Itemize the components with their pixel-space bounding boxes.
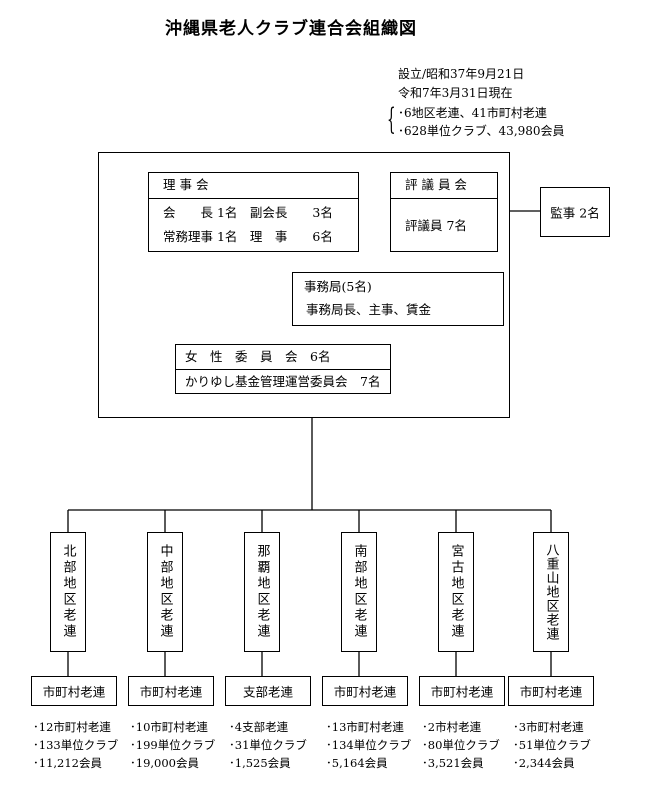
stat-line: ･80単位クラブ <box>422 738 500 752</box>
district-stats-naha: ･4支部老連 ･31単位クラブ ･1,525会員 <box>229 718 307 772</box>
council-title: 評 議 員 会 <box>405 177 467 192</box>
stat-line: ･2,344会員 <box>513 756 575 770</box>
committees-divider <box>176 369 390 370</box>
district-box-hokubu: 北部地区老連 <box>50 532 86 652</box>
stat-line: ･134単位クラブ <box>326 738 412 752</box>
district-box-nanbu: 南部地区老連 <box>341 532 377 652</box>
sub-label: 市町村老連 <box>430 684 494 700</box>
district-name: 宮古地区老連 <box>448 544 464 640</box>
district-name: 八重山地区老連 <box>543 543 559 641</box>
district-stats-yaeyama: ･3市町村老連 ･51単位クラブ ･2,344会員 <box>513 718 591 772</box>
stat-line: ･199単位クラブ <box>130 738 216 752</box>
stat-line: ･2市村老連 <box>422 720 482 734</box>
karuyushi-committee: かりゆし基金管理運営委員会 7名 <box>185 374 381 389</box>
auditor-label: 監事 2名 <box>550 205 600 221</box>
sub-box-yaeyama: 市町村老連 <box>508 676 594 706</box>
district-box-miyako: 宮古地区老連 <box>438 532 474 652</box>
sub-label: 市町村老連 <box>139 684 203 700</box>
stat-line: ･5,164会員 <box>326 756 388 770</box>
info-item-districts: ･6地区老連、41市町村老連 <box>398 106 547 120</box>
established-date: 設立/昭和37年9月21日 <box>398 67 525 81</box>
board-row-chair: 会 長 1名 副会長 3名 <box>163 205 333 220</box>
sub-box-hokubu: 市町村老連 <box>31 676 117 706</box>
womens-committee: 女 性 委 員 会 6名 <box>185 349 331 364</box>
district-name: 中部地区老連 <box>157 544 173 640</box>
district-name: 那覇地区老連 <box>254 544 270 640</box>
info-bracket: { <box>387 102 396 137</box>
council-box: 評 議 員 会 評議員 7名 <box>390 172 498 252</box>
info-item-clubs: ･628単位クラブ、43,980会員 <box>398 124 565 138</box>
district-box-naha: 那覇地区老連 <box>244 532 280 652</box>
board-title: 理 事 会 <box>163 177 209 192</box>
board-row-directors: 常務理事 1名 理 事 6名 <box>163 229 333 244</box>
sub-box-naha: 支部老連 <box>225 676 311 706</box>
sub-box-nanbu: 市町村老連 <box>322 676 408 706</box>
district-stats-chubu: ･10市町村老連 ･199単位クラブ ･19,000会員 <box>130 718 215 772</box>
stat-line: ･3,521会員 <box>422 756 484 770</box>
secretariat-body: 事務局長、主事、賃金 <box>306 302 432 317</box>
district-box-chubu: 中部地区老連 <box>147 532 183 652</box>
stat-line: ･12市町村老連 <box>33 720 111 734</box>
as-of-date: 令和7年3月31日現在 <box>398 86 513 100</box>
stat-line: ･19,000会員 <box>130 756 199 770</box>
stat-line: ･1,525会員 <box>229 756 291 770</box>
sub-label: 支部老連 <box>242 684 293 700</box>
district-stats-hokubu: ･12市町村老連 ･133単位クラブ ･11,212会員 <box>33 718 118 772</box>
stat-line: ･10市町村老連 <box>130 720 208 734</box>
district-name: 南部地区老連 <box>351 544 367 640</box>
sub-label: 市町村老連 <box>519 684 583 700</box>
stat-line: ･4支部老連 <box>229 720 289 734</box>
committees-box: 女 性 委 員 会 6名 かりゆし基金管理運営委員会 7名 <box>175 344 391 394</box>
stat-line: ･51単位クラブ <box>513 738 591 752</box>
stat-line: ･31単位クラブ <box>229 738 307 752</box>
district-stats-nanbu: ･13市町村老連 ･134単位クラブ ･5,164会員 <box>326 718 411 772</box>
secretariat-title: 事務局(5名) <box>304 279 372 294</box>
board-divider <box>149 198 358 199</box>
page-title: 沖縄県老人クラブ連合会組織図 <box>165 19 417 39</box>
council-body: 評議員 7名 <box>405 218 467 233</box>
stat-line: ･133単位クラブ <box>33 738 119 752</box>
stat-line: ･3市町村老連 <box>513 720 584 734</box>
district-box-yaeyama: 八重山地区老連 <box>533 532 569 652</box>
stat-line: ･11,212会員 <box>33 756 102 770</box>
auditor-box: 監事 2名 <box>540 187 610 237</box>
board-of-directors-box: 理 事 会 会 長 1名 副会長 3名 常務理事 1名 理 事 6名 <box>148 172 359 252</box>
council-divider <box>391 198 497 199</box>
secretariat-box: 事務局(5名) 事務局長、主事、賃金 <box>292 272 504 326</box>
sub-label: 市町村老連 <box>333 684 397 700</box>
sub-box-miyako: 市町村老連 <box>419 676 505 706</box>
sub-label: 市町村老連 <box>42 684 106 700</box>
district-name: 北部地区老連 <box>60 544 76 640</box>
sub-box-chubu: 市町村老連 <box>128 676 214 706</box>
stat-line: ･13市町村老連 <box>326 720 404 734</box>
district-stats-miyako: ･2市村老連 ･80単位クラブ ･3,521会員 <box>422 718 500 772</box>
